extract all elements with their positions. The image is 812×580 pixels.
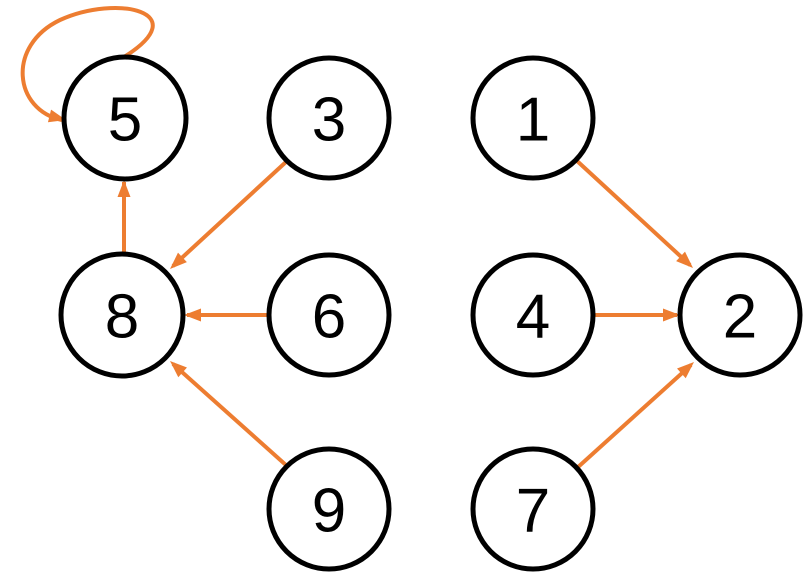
node-label-5: 5 [108, 86, 142, 155]
node-9[interactable]: 9 [266, 446, 392, 572]
node-label-1: 1 [516, 86, 550, 155]
node-label-8: 8 [105, 283, 139, 352]
node-circle-3[interactable] [266, 55, 392, 181]
edge-5-to-5 [20, 5, 155, 122]
node-circle-4[interactable] [470, 252, 596, 378]
node-circle-8[interactable] [58, 251, 186, 379]
arrowhead-layer [47, 109, 694, 379]
node-8[interactable]: 8 [58, 251, 186, 379]
node-circle-2[interactable] [677, 252, 803, 378]
edge-layer [20, 5, 693, 470]
node-circle-6[interactable] [266, 252, 392, 378]
node-label-3: 3 [312, 86, 346, 155]
edge-9-to-8 [171, 362, 289, 468]
node-label-9: 9 [312, 477, 346, 546]
edge-1-to-2 [574, 158, 692, 267]
node-label-4: 4 [516, 283, 550, 352]
node-layer: 5 3 1 8 6 4 2 9 7 [58, 54, 803, 572]
node-6[interactable]: 6 [266, 252, 392, 378]
arrowhead-8-to-5 [117, 180, 131, 197]
node-4[interactable]: 4 [470, 252, 596, 378]
arrowhead-3-to-8 [170, 252, 187, 269]
node-2[interactable]: 2 [677, 252, 803, 378]
node-3[interactable]: 3 [266, 55, 392, 181]
edge-3-to-8 [171, 159, 289, 268]
node-circle-1[interactable] [470, 55, 596, 181]
node-circle-7[interactable] [470, 446, 596, 572]
arrowhead-4-to-2 [663, 308, 680, 322]
node-5[interactable]: 5 [61, 54, 189, 182]
node-label-6: 6 [312, 283, 346, 352]
arrowhead-6-to-8 [184, 308, 201, 322]
arrowhead-9-to-8 [170, 361, 187, 378]
node-1[interactable]: 1 [470, 55, 596, 181]
node-label-7: 7 [516, 477, 550, 546]
edge-7-to-2 [575, 363, 693, 470]
node-7[interactable]: 7 [470, 446, 596, 572]
arrowhead-7-to-2 [677, 362, 694, 379]
arrowhead-1-to-2 [676, 251, 693, 268]
node-circle-9[interactable] [266, 446, 392, 572]
arrowhead-5-to-5 [47, 109, 66, 123]
node-label-2: 2 [723, 283, 757, 352]
node-circle-5[interactable] [61, 54, 189, 182]
